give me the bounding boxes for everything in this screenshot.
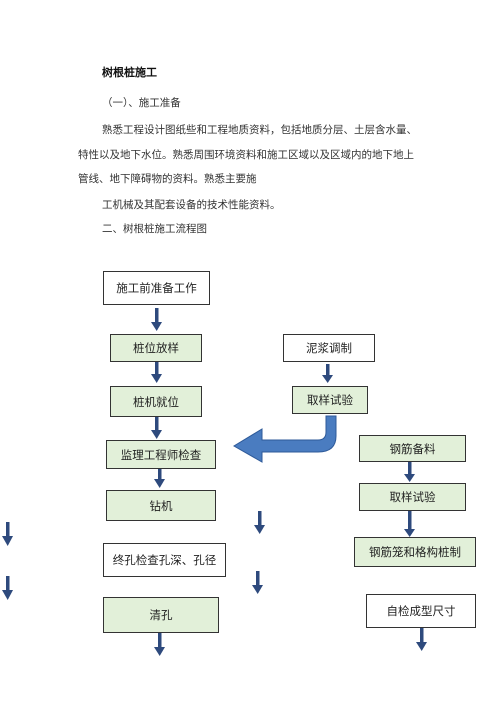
arrow-shaft — [258, 511, 262, 527]
arrow-head — [151, 374, 162, 383]
arrow-head — [416, 642, 427, 651]
arrow-head — [154, 647, 165, 656]
arrow-shaft — [326, 364, 330, 377]
doc-title: 树根桩施工 — [102, 66, 157, 79]
flow-box-self-check: 自检成型尺寸 — [366, 594, 476, 628]
flow-box-rebar-cage: 钢筋笼和格构桩制 — [354, 537, 476, 567]
flow-box-slurry-sample: 取样试验 — [292, 386, 368, 414]
arrow-shaft — [420, 628, 424, 644]
arrow-shaft — [155, 362, 159, 376]
section-heading-flowchart: 二、树根桩施工流程图 — [102, 223, 207, 235]
arrow-head — [154, 479, 165, 488]
arrow-shaft — [158, 633, 162, 649]
flow-box-clean: 清孔 — [103, 597, 219, 633]
flow-box-prep: 施工前准备工作 — [103, 271, 210, 305]
arrow-head — [151, 430, 162, 439]
paragraph-line: 熟悉工程设计图纸些和工程地质资料，包括地质分层、土层含水量、 — [102, 124, 417, 136]
arrow-shaft — [155, 417, 159, 432]
arrow-shaft — [256, 571, 260, 587]
arrow-head — [2, 536, 13, 546]
flow-box-final-hole: 终孔检查孔深、孔径 — [103, 543, 226, 577]
arrow-head — [2, 590, 13, 600]
curved-arrow — [233, 415, 337, 463]
arrow-head — [151, 322, 162, 331]
arrow-shaft — [158, 469, 162, 481]
arrow-shaft — [6, 522, 10, 538]
arrow-shaft — [408, 511, 412, 531]
arrow-shaft — [408, 462, 412, 476]
paragraph-line: 特性以及地下水位。熟悉周围环境资料和施工区域以及区域内的地下地上 — [78, 149, 414, 161]
paragraph-line: 工机械及其配套设备的技术性能资料。 — [102, 199, 281, 211]
flow-box-position: 桩机就位 — [110, 386, 202, 417]
flow-box-rebar-prepare: 钢筋备料 — [359, 435, 466, 462]
arrow-head — [252, 585, 263, 594]
flow-box-layout: 桩位放样 — [110, 334, 202, 362]
section-heading-prep: （一）、施工准备 — [102, 97, 181, 109]
flow-box-drill: 钻机 — [106, 490, 216, 521]
arrow-head — [254, 525, 265, 534]
arrow-shaft — [155, 308, 159, 324]
arrow-shaft — [6, 576, 10, 592]
arrow-head — [404, 474, 415, 482]
paragraph-line: 管线、地下障碍物的资料。熟悉主要施 — [78, 173, 257, 185]
arrow-head — [404, 529, 415, 537]
arrow-head — [322, 375, 333, 383]
flow-box-slurry-mix: 泥浆调制 — [283, 334, 375, 362]
flow-box-rebar-sample: 取样试验 — [359, 483, 466, 511]
flow-box-inspect: 监理工程师检查 — [106, 440, 216, 469]
